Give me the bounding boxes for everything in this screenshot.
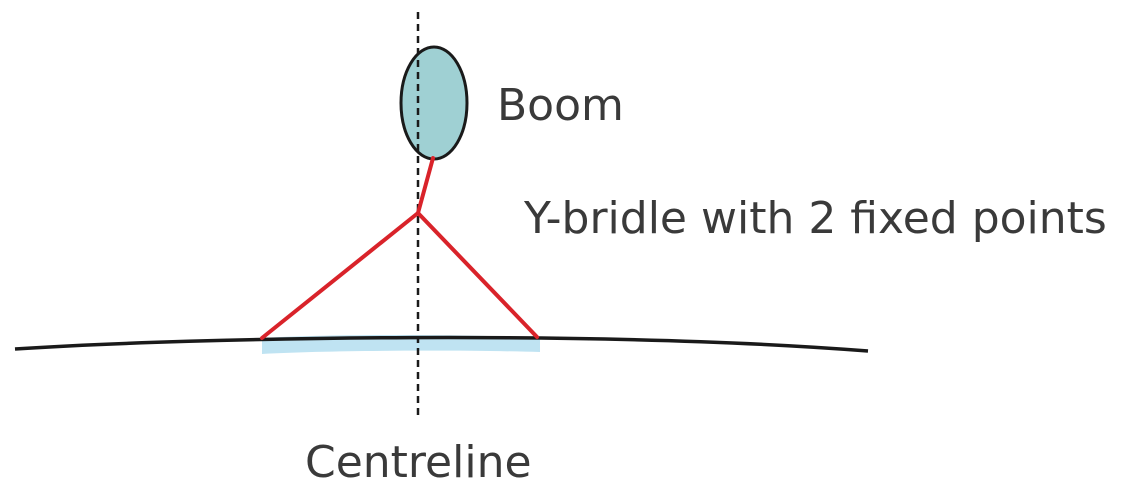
boom-label: Boom	[497, 80, 624, 131]
boom-shape	[399, 45, 469, 161]
centreline-label: Centreline	[305, 437, 532, 488]
bridle-upper-line	[416, 156, 435, 215]
bridle-left-leg	[260, 211, 420, 340]
sail-curve	[14, 335, 869, 353]
y-bridle-label: Y-bridle with 2 fixed points	[524, 193, 1107, 244]
bridle-right-leg	[416, 211, 539, 339]
